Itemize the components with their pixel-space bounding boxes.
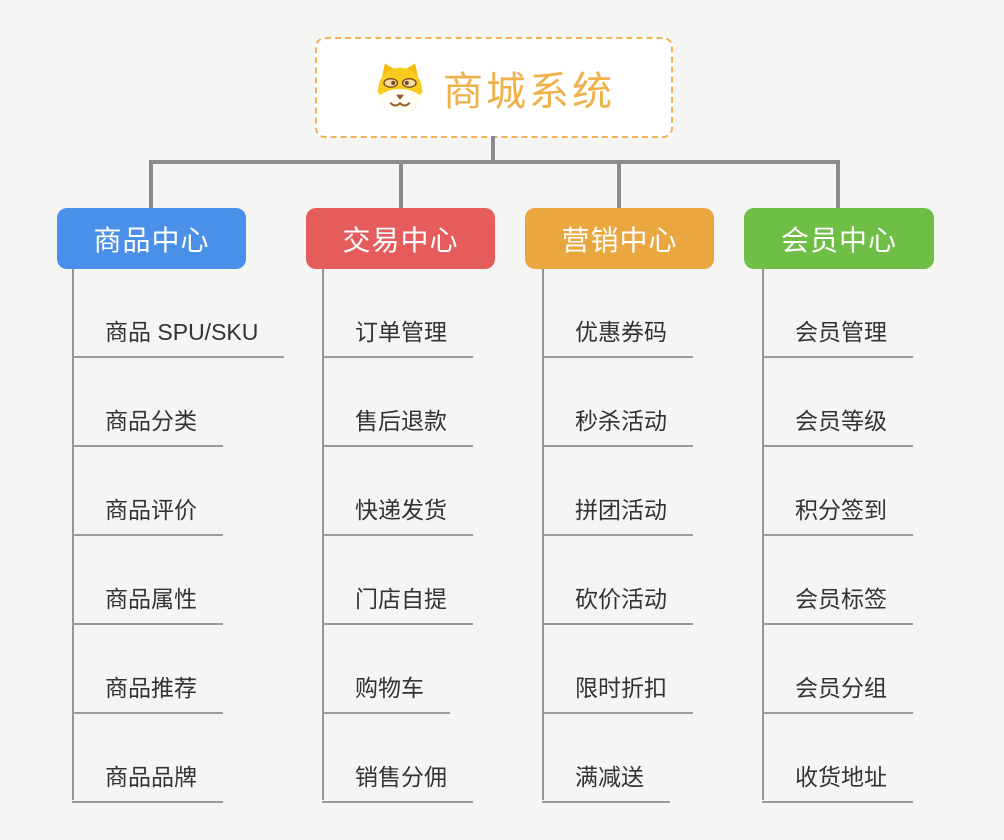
mindmap-node[interactable]: 满减送 <box>542 758 670 803</box>
mindmap-node[interactable]: 砍价活动 <box>542 580 693 625</box>
mindmap-node[interactable]: 商品评价 <box>72 491 223 536</box>
mindmap-node[interactable]: 会员标签 <box>762 580 913 625</box>
mindmap-node[interactable]: 商品品牌 <box>72 758 223 803</box>
mindmap-node[interactable]: 秒杀活动 <box>542 402 693 447</box>
root-title: 商城系统 <box>443 69 615 114</box>
mindmap-node[interactable]: 商品推荐 <box>72 669 223 714</box>
branch-header-members[interactable]: 会员中心 <box>744 208 934 269</box>
connector-bus <box>149 160 840 164</box>
branch-column-members: 会员管理 会员等级 积分签到 会员标签 会员分组 收货地址 <box>762 269 1002 803</box>
mindmap-node[interactable]: 商品 SPU/SKU <box>72 313 285 358</box>
mindmap-node[interactable]: 限时折扣 <box>542 669 693 714</box>
connector-drop-marketing <box>617 160 621 208</box>
mindmap-node[interactable]: 门店自提 <box>322 580 473 625</box>
root-node[interactable]: 商城系统 <box>315 37 673 138</box>
mindmap-node[interactable]: 优惠券码 <box>542 313 693 358</box>
mindmap-node[interactable]: 拼团活动 <box>542 491 693 536</box>
mindmap-node[interactable]: 积分签到 <box>762 491 913 536</box>
mindmap-node[interactable]: 商品属性 <box>72 580 223 625</box>
mindmap-node[interactable]: 商品分类 <box>72 402 223 447</box>
mindmap-node[interactable]: 销售分佣 <box>322 758 473 803</box>
mindmap-node[interactable]: 快递发货 <box>322 491 473 536</box>
branch-column-marketing: 优惠券码 秒杀活动 拼团活动 砍价活动 限时折扣 满减送 <box>542 269 782 803</box>
mindmap-node[interactable]: 会员管理 <box>762 313 913 358</box>
branch-header-products[interactable]: 商品中心 <box>57 208 246 269</box>
branch-header-trade[interactable]: 交易中心 <box>306 208 495 269</box>
mindmap-node[interactable]: 购物车 <box>322 669 450 714</box>
connector-root-drop <box>491 136 495 163</box>
branch-column-trade: 订单管理 售后退款 快递发货 门店自提 购物车 销售分佣 <box>322 269 562 803</box>
shiba-dog-icon <box>377 63 423 112</box>
mindmap-node[interactable]: 会员分组 <box>762 669 913 714</box>
branch-header-marketing[interactable]: 营销中心 <box>525 208 714 269</box>
branch-column-products: 商品 SPU/SKU 商品分类 商品评价 商品属性 商品推荐 商品品牌 <box>72 269 312 803</box>
mindmap-node[interactable]: 订单管理 <box>322 313 473 358</box>
mindmap-node[interactable]: 会员等级 <box>762 402 913 447</box>
mindmap-node[interactable]: 售后退款 <box>322 402 473 447</box>
connector-drop-members <box>836 160 840 208</box>
mindmap-node[interactable]: 收货地址 <box>762 758 913 803</box>
connector-drop-products <box>149 160 153 208</box>
connector-drop-trade <box>399 160 403 208</box>
